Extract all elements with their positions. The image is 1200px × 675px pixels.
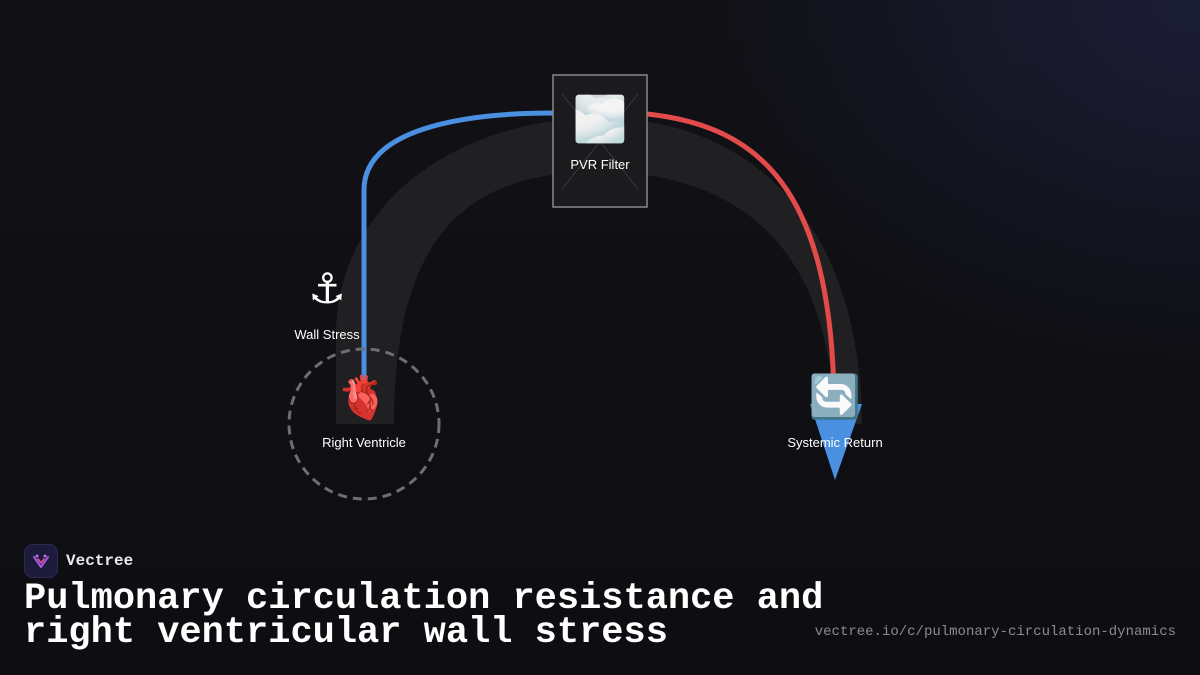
anatomical-heart-icon[interactable]: 🫀 (336, 373, 390, 422)
brand[interactable]: Vectree (24, 544, 133, 578)
oxygenated-flow-path (644, 111, 837, 398)
right-ventricle-label: Right Ventricle (322, 435, 406, 450)
fog-icon: 🌫️ (572, 94, 628, 145)
right-ventricle-ring (287, 347, 441, 501)
wall-stress-label: Wall Stress (294, 327, 360, 342)
vectree-logo-icon (24, 544, 58, 578)
return-arrow-head (810, 404, 862, 480)
systemic-return-label: Systemic Return (787, 435, 883, 450)
page-title: Pulmonary circulation resistance and rig… (24, 578, 824, 654)
vessel-channel (336, 118, 862, 424)
pvr-filter-box[interactable] (552, 74, 648, 208)
counterclockwise-arrows-icon[interactable]: 🔄 (808, 372, 862, 421)
pvr-filter-label: PVR Filter (570, 157, 630, 172)
deoxygenated-flow-path (361, 110, 556, 398)
brand-name: Vectree (66, 552, 134, 570)
anchor-icon: ⚓ (308, 264, 346, 313)
source-url[interactable]: vectree.io/c/pulmonary-circulation-dynam… (814, 624, 1176, 640)
